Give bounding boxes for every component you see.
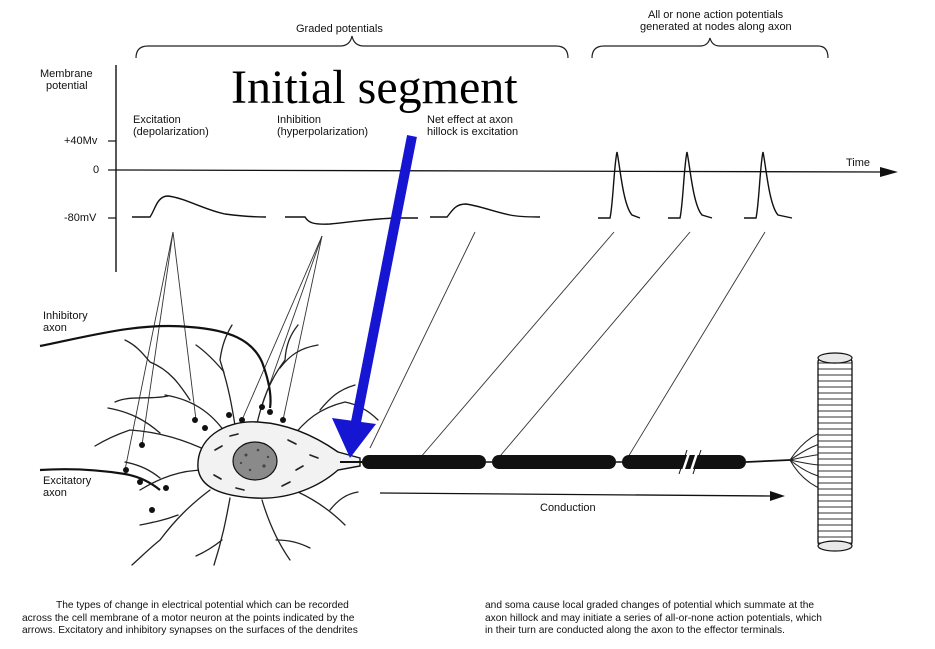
muscle-fiber-top xyxy=(818,353,852,363)
conduction-arrowhead xyxy=(770,491,785,501)
muscle-fiber xyxy=(818,358,852,546)
inhibitory-axon-label-line1: Inhibitory xyxy=(43,310,88,322)
net-excitation-trace xyxy=(430,204,540,217)
net-effect-label-line1: Net effect at axon xyxy=(427,114,513,126)
action-potential-2 xyxy=(668,152,712,218)
action-potential-1 xyxy=(598,152,640,218)
initial-segment-annotation: Initial segment xyxy=(231,64,518,112)
inhibitory-axon xyxy=(40,326,271,408)
axon-to-terminal xyxy=(746,460,790,462)
graded-potentials-bracket xyxy=(136,36,568,58)
graded-potentials-label: Graded potentials xyxy=(296,23,383,35)
myelin-segment-2 xyxy=(492,455,616,469)
muscle-fiber-bottom xyxy=(818,541,852,551)
caption-right: and soma cause local graded changes of p… xyxy=(485,600,930,638)
action-potentials-bracket xyxy=(592,38,828,58)
tick-plus40-label: +40Mv xyxy=(64,135,97,147)
caption-right-line-3: in their turn are conducted along the ax… xyxy=(485,625,930,638)
all-or-none-label-line2: generated at nodes along axon xyxy=(640,21,792,33)
caption-left: The types of change in electrical potent… xyxy=(22,600,452,638)
inhibition-label-line1: Inhibition xyxy=(277,114,321,126)
caption-left-line-2: across the cell membrane of a motor neur… xyxy=(22,613,452,626)
inhibition-label-line2: (hyperpolarization) xyxy=(277,126,368,138)
excitation-trace xyxy=(132,196,266,217)
conduction-arrow xyxy=(380,493,770,496)
caption-left-line-1: The types of change in electrical potent… xyxy=(22,600,452,613)
all-or-none-label-line1: All or none action potentials xyxy=(648,9,783,21)
inhibitory-axon-label-line2: axon xyxy=(43,322,67,334)
y-axis-label-line1: Membrane xyxy=(40,68,93,80)
y-axis-label-line2: potential xyxy=(46,80,88,92)
excitatory-axon-label-line1: Excitatory xyxy=(43,475,91,487)
net-effect-label-line2: hillock is excitation xyxy=(427,126,518,138)
excitatory-axon-label-line2: axon xyxy=(43,487,67,499)
time-axis-arrowhead xyxy=(880,167,898,177)
caption-left-line-3: arrows. Excitatory and inhibitory synaps… xyxy=(22,625,452,638)
soma xyxy=(198,422,360,498)
myelin-segment-1 xyxy=(362,455,486,469)
tick-zero-label: 0 xyxy=(93,164,99,176)
action-potential-3 xyxy=(744,152,792,218)
time-axis-label: Time xyxy=(846,157,870,169)
excitation-label-line2: (depolarization) xyxy=(133,126,209,138)
excitation-label-line1: Excitation xyxy=(133,114,181,126)
tick-minus80-label: -80mV xyxy=(64,212,96,224)
conduction-label: Conduction xyxy=(540,502,596,514)
caption-right-line-1: and soma cause local graded changes of p… xyxy=(485,600,930,613)
nucleus xyxy=(233,442,277,480)
caption-right-line-2: axon hillock and may initiate a series o… xyxy=(485,613,930,626)
